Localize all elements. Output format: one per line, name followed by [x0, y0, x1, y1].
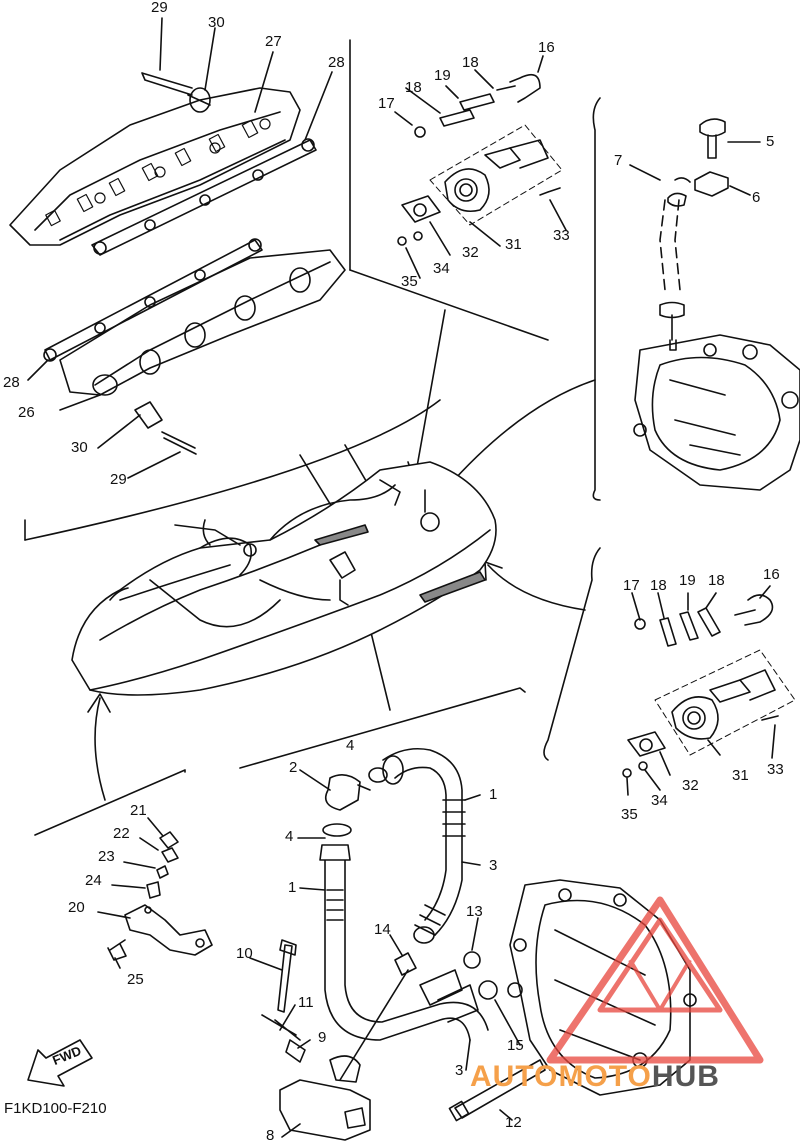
callout-15: 15: [507, 1037, 524, 1054]
callout-16: 16: [763, 566, 780, 583]
callout-18: 18: [462, 54, 479, 71]
bracket-assembly: [97, 817, 213, 969]
callout-19: 19: [434, 67, 451, 84]
callout-1: 1: [489, 786, 498, 803]
callout-11: 11: [298, 994, 314, 1011]
watermark: AUTOMOTOHUB: [470, 1060, 720, 1094]
callout-13: 13: [466, 903, 483, 920]
callout-35: 35: [401, 273, 418, 290]
callout-3: 3: [489, 857, 498, 874]
callout-6: 6: [752, 189, 761, 206]
callout-28: 28: [328, 54, 345, 71]
callout-29: 29: [151, 0, 168, 16]
callout-20: 20: [68, 899, 85, 916]
callout-25: 25: [127, 971, 144, 988]
hose-assembly: [249, 747, 546, 1141]
callout-30: 30: [208, 14, 225, 31]
callout-22: 22: [113, 825, 130, 842]
callout-35: 35: [621, 806, 638, 823]
callout-33: 33: [767, 761, 784, 778]
callout-29: 29: [110, 471, 127, 488]
jet-ski-hull: [71, 461, 497, 696]
diagram-code: F1KD100-F210: [4, 1100, 107, 1117]
fwd-indicator: FWD: [24, 1040, 96, 1080]
callout-33: 33: [553, 227, 570, 244]
callout-2: 2: [289, 759, 298, 776]
drain-plug-assembly-upper: [394, 55, 567, 279]
callout-9: 9: [318, 1029, 327, 1046]
callout-19: 19: [679, 572, 696, 589]
callout-10: 10: [236, 945, 253, 962]
callout-16: 16: [538, 39, 555, 56]
fwd-label: FWD: [50, 1043, 84, 1068]
callout-28: 28: [3, 374, 20, 391]
upper-sponson-rail: [9, 72, 317, 256]
callout-26: 26: [18, 404, 35, 421]
callout-30: 30: [71, 439, 88, 456]
callout-31: 31: [732, 767, 749, 784]
callout-4: 4: [346, 737, 355, 754]
watermark-part1: AUTOMOTO: [470, 1060, 652, 1093]
callout-3: 3: [455, 1062, 464, 1079]
drain-plug-assembly-lower: [622, 585, 796, 796]
callout-31: 31: [505, 236, 522, 253]
automotohub-logo-icon: [546, 896, 764, 1064]
callout-14: 14: [374, 921, 391, 938]
callout-34: 34: [433, 260, 450, 277]
callout-17: 17: [378, 95, 395, 112]
callout-18: 18: [650, 577, 667, 594]
callout-5: 5: [766, 133, 775, 150]
callout-4: 4: [285, 828, 294, 845]
callout-27: 27: [265, 33, 282, 50]
callout-18: 18: [708, 572, 725, 589]
callout-32: 32: [682, 777, 699, 794]
callout-12: 12: [505, 1114, 522, 1131]
callout-34: 34: [651, 792, 668, 809]
callout-7: 7: [614, 152, 623, 169]
jet-pump-housing-upper: [629, 118, 800, 491]
callout-24: 24: [85, 872, 102, 889]
callout-1: 1: [288, 879, 297, 896]
lower-sponson-rail: [43, 238, 346, 455]
fwd-arrow: [27, 1039, 93, 1087]
callout-18: 18: [405, 79, 422, 96]
watermark-part2: HUB: [651, 1060, 720, 1093]
callout-21: 21: [130, 802, 147, 819]
callout-8: 8: [266, 1127, 275, 1144]
callout-32: 32: [462, 244, 479, 261]
callout-23: 23: [98, 848, 115, 865]
callout-17: 17: [623, 577, 640, 594]
